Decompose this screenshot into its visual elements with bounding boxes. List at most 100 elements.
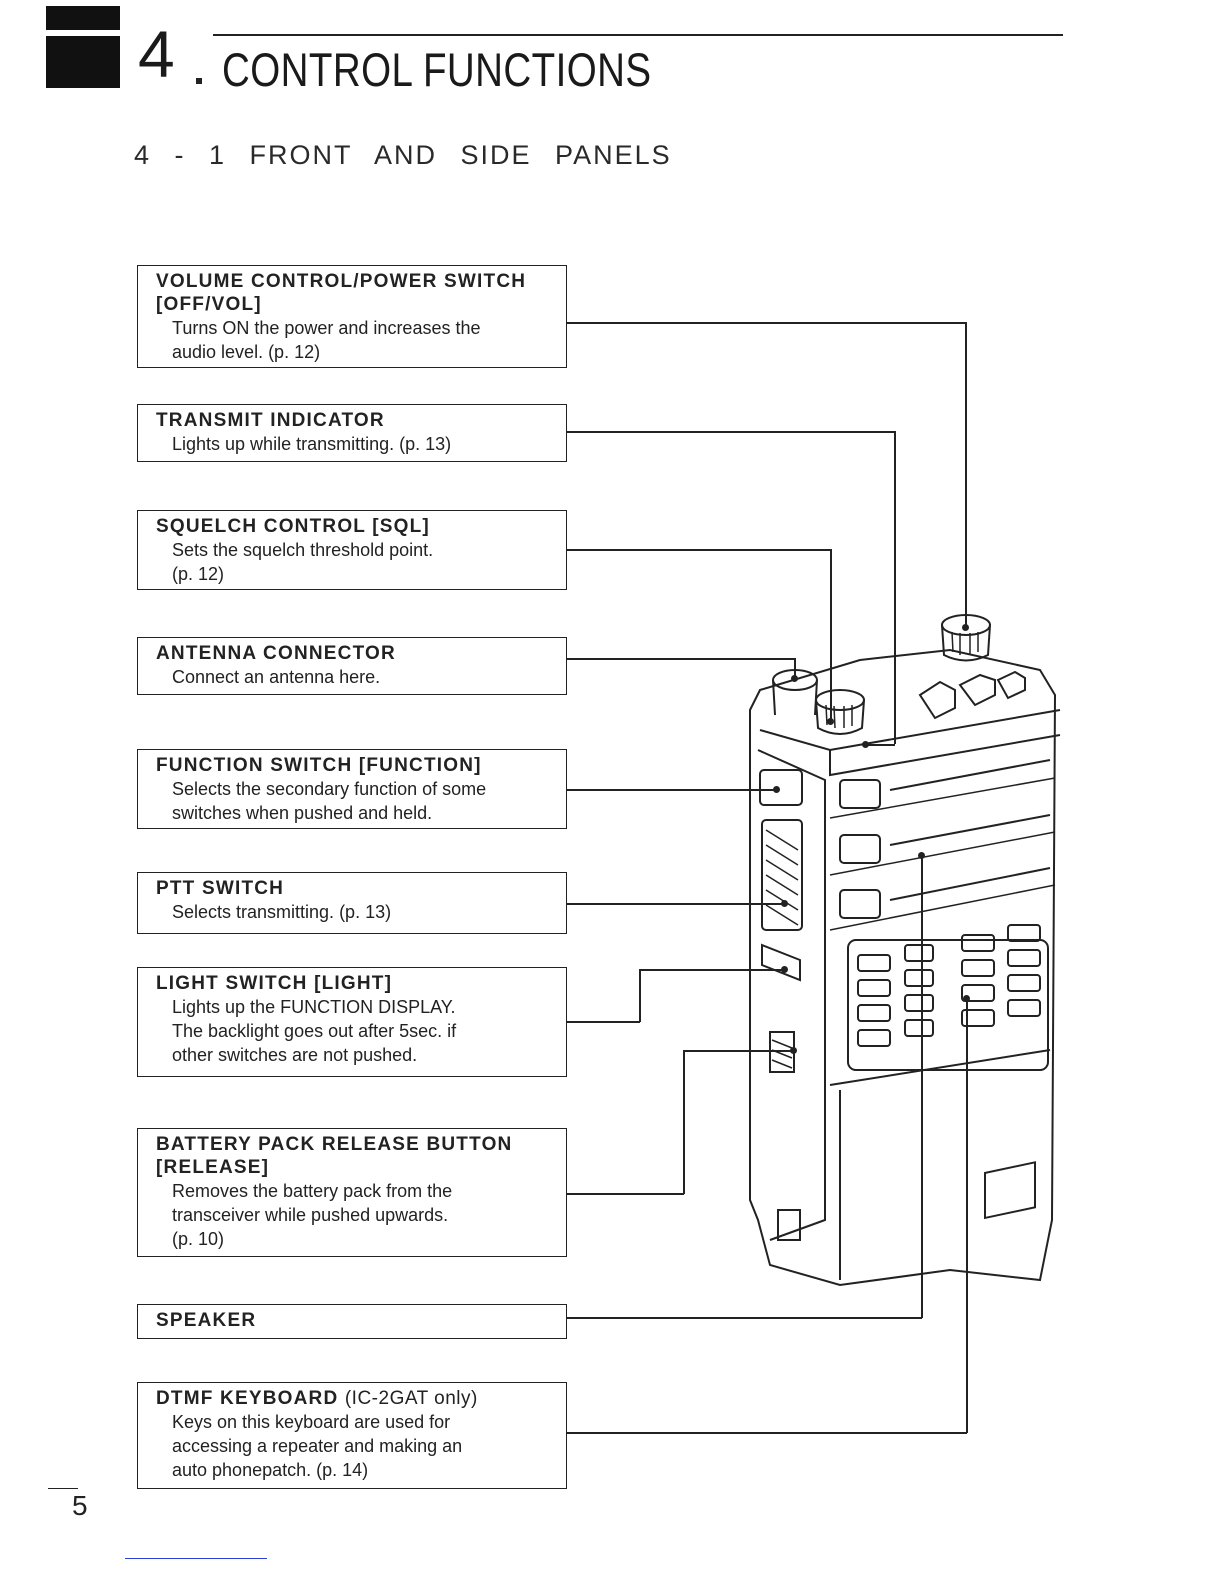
marker-squelch bbox=[827, 718, 834, 725]
leader-line-transmit bbox=[567, 431, 895, 433]
blue-underline bbox=[125, 1558, 267, 1559]
callout-dtmf-keyboard: DTMF KEYBOARD (IC-2GAT only) Keys on thi… bbox=[137, 1382, 567, 1489]
callout-title-note: (IC-2GAT only) bbox=[344, 1388, 478, 1409]
leader-line-antenna bbox=[567, 658, 795, 660]
leader-line-transmit-v bbox=[894, 431, 896, 744]
marker-antenna bbox=[791, 675, 798, 682]
speaker-grille-icon bbox=[761, 819, 803, 931]
top-buttons-icon bbox=[918, 670, 1026, 720]
leader-line-squelch bbox=[567, 549, 831, 551]
callout-title: PTT SWITCH bbox=[156, 878, 285, 899]
leader-line-antenna-v bbox=[794, 658, 796, 678]
callout-squelch-control: SQUELCH CONTROL [SQL] Sets the squelch t… bbox=[137, 510, 567, 590]
callout-desc: (p. 12) bbox=[172, 564, 225, 584]
leader-line-volume-v bbox=[965, 322, 967, 628]
leader-line-battery-v bbox=[683, 1050, 685, 1194]
callout-desc: Selects the secondary function of some bbox=[172, 779, 487, 799]
leader-line-speaker bbox=[567, 1317, 922, 1319]
callout-desc: accessing a repeater and making an bbox=[172, 1436, 463, 1456]
leader-line-function bbox=[567, 789, 777, 791]
radio-top-plate bbox=[759, 709, 1061, 752]
squelch-knob-icon bbox=[815, 689, 865, 711]
chapter-dot bbox=[196, 78, 202, 84]
leader-line-ptt bbox=[567, 903, 784, 905]
callout-desc: The backlight goes out after 5sec. if bbox=[172, 1021, 457, 1041]
callout-desc: other switches are not pushed. bbox=[172, 1045, 418, 1065]
callout-ptt-switch: PTT SWITCH Selects transmitting. (p. 13) bbox=[137, 872, 567, 934]
chapter-marker-bottom bbox=[46, 36, 120, 88]
callout-speaker: SPEAKER bbox=[137, 1304, 567, 1339]
marker-dtmf bbox=[963, 995, 970, 1002]
leader-line-volume bbox=[567, 322, 965, 324]
callout-desc: auto phonepatch. (p. 14) bbox=[172, 1460, 369, 1480]
marker-volume bbox=[962, 624, 969, 631]
section-title: 4 - 1 FRONT AND SIDE PANELS bbox=[134, 140, 672, 170]
radio-top-panel bbox=[829, 734, 1061, 777]
callout-desc: switches when pushed and held. bbox=[172, 803, 433, 823]
callout-desc: Connect an antenna here. bbox=[172, 667, 381, 687]
callout-title: SPEAKER bbox=[156, 1310, 257, 1331]
callout-desc: transceiver while pushed upwards. bbox=[172, 1205, 449, 1225]
callout-desc: Lights up the FUNCTION DISPLAY. bbox=[172, 997, 456, 1017]
radio-top-outline bbox=[749, 648, 1057, 1287]
callout-function-switch: FUNCTION SWITCH [FUNCTION] Selects the s… bbox=[137, 749, 567, 829]
callout-title: LIGHT SWITCH [LIGHT] bbox=[156, 973, 393, 994]
leader-line-battery bbox=[567, 1193, 684, 1195]
marker-transmit bbox=[862, 741, 869, 748]
callout-desc: Sets the squelch threshold point. bbox=[172, 540, 434, 560]
display-window-1 bbox=[839, 779, 881, 809]
battery-label-icon bbox=[984, 1161, 1036, 1220]
callout-title: BATTERY PACK RELEASE BUTTON bbox=[156, 1134, 513, 1155]
leader-line-dtmf bbox=[567, 1432, 967, 1434]
callout-title: TRANSMIT INDICATOR bbox=[156, 410, 385, 431]
callout-desc: Keys on this keyboard are used for bbox=[172, 1412, 451, 1432]
leader-line-light-h2 bbox=[639, 969, 784, 971]
callout-title-main: DTMF KEYBOARD bbox=[156, 1388, 339, 1409]
display-window-3 bbox=[839, 889, 881, 919]
page-number-rule bbox=[48, 1488, 78, 1489]
callout-antenna-connector: ANTENNA CONNECTOR Connect an antenna her… bbox=[137, 637, 567, 695]
callout-battery-release: BATTERY PACK RELEASE BUTTON [RELEASE] Re… bbox=[137, 1128, 567, 1257]
chapter-number: 4 bbox=[138, 17, 175, 91]
leader-line-light bbox=[567, 1021, 640, 1023]
callout-title: DTMF KEYBOARD (IC-2GAT only) bbox=[156, 1387, 546, 1410]
callout-desc: (p. 10) bbox=[172, 1229, 225, 1249]
callout-title-line2: [OFF/VOL] bbox=[156, 294, 262, 315]
leader-line-dtmf-v bbox=[966, 998, 968, 1433]
callout-title-line2: [RELEASE] bbox=[156, 1157, 270, 1178]
dtmf-keypad-icon bbox=[847, 939, 1049, 1071]
header-rule bbox=[213, 34, 1063, 36]
leader-line-squelch-v bbox=[830, 549, 832, 721]
function-button-icon bbox=[759, 769, 803, 806]
callout-desc: Turns ON the power and increases the bbox=[172, 318, 481, 338]
callout-title: VOLUME CONTROL/POWER SWITCH bbox=[156, 271, 527, 292]
marker-function bbox=[773, 786, 780, 793]
callout-light-switch: LIGHT SWITCH [LIGHT] Lights up the FUNCT… bbox=[137, 967, 567, 1077]
side-panel bbox=[757, 749, 826, 1241]
callout-transmit-indicator: TRANSMIT INDICATOR Lights up while trans… bbox=[137, 404, 567, 462]
marker-ptt bbox=[781, 900, 788, 907]
callout-title: FUNCTION SWITCH [FUNCTION] bbox=[156, 755, 482, 776]
display-window-2 bbox=[839, 834, 881, 864]
transceiver-illustration bbox=[749, 614, 1061, 1287]
callout-desc: Selects transmitting. (p. 13) bbox=[172, 902, 392, 922]
leader-line-battery-h2 bbox=[683, 1050, 793, 1052]
battery-latch-icon bbox=[777, 1209, 801, 1241]
chapter-title: CONTROL FUNCTIONS bbox=[222, 43, 652, 96]
leader-line-transmit-h2 bbox=[866, 744, 895, 746]
chapter-marker-top bbox=[46, 6, 120, 30]
marker-light bbox=[781, 966, 788, 973]
marker-battery bbox=[790, 1047, 797, 1054]
leader-line-light-v bbox=[639, 969, 641, 1022]
keypad-keys bbox=[857, 924, 1041, 1047]
marker-speaker bbox=[918, 852, 925, 859]
callout-title: ANTENNA CONNECTOR bbox=[156, 643, 396, 664]
callout-desc: audio level. (p. 12) bbox=[172, 342, 321, 362]
battery-pack-outline bbox=[829, 1049, 1051, 1280]
page-number: 5 bbox=[72, 1490, 88, 1521]
callout-desc: Removes the battery pack from the bbox=[172, 1181, 453, 1201]
light-switch-icon bbox=[761, 943, 801, 982]
leader-line-speaker-v bbox=[921, 855, 923, 1318]
callout-volume-control: VOLUME CONTROL/POWER SWITCH [OFF/VOL] Tu… bbox=[137, 265, 567, 368]
callout-title: SQUELCH CONTROL [SQL] bbox=[156, 516, 430, 537]
